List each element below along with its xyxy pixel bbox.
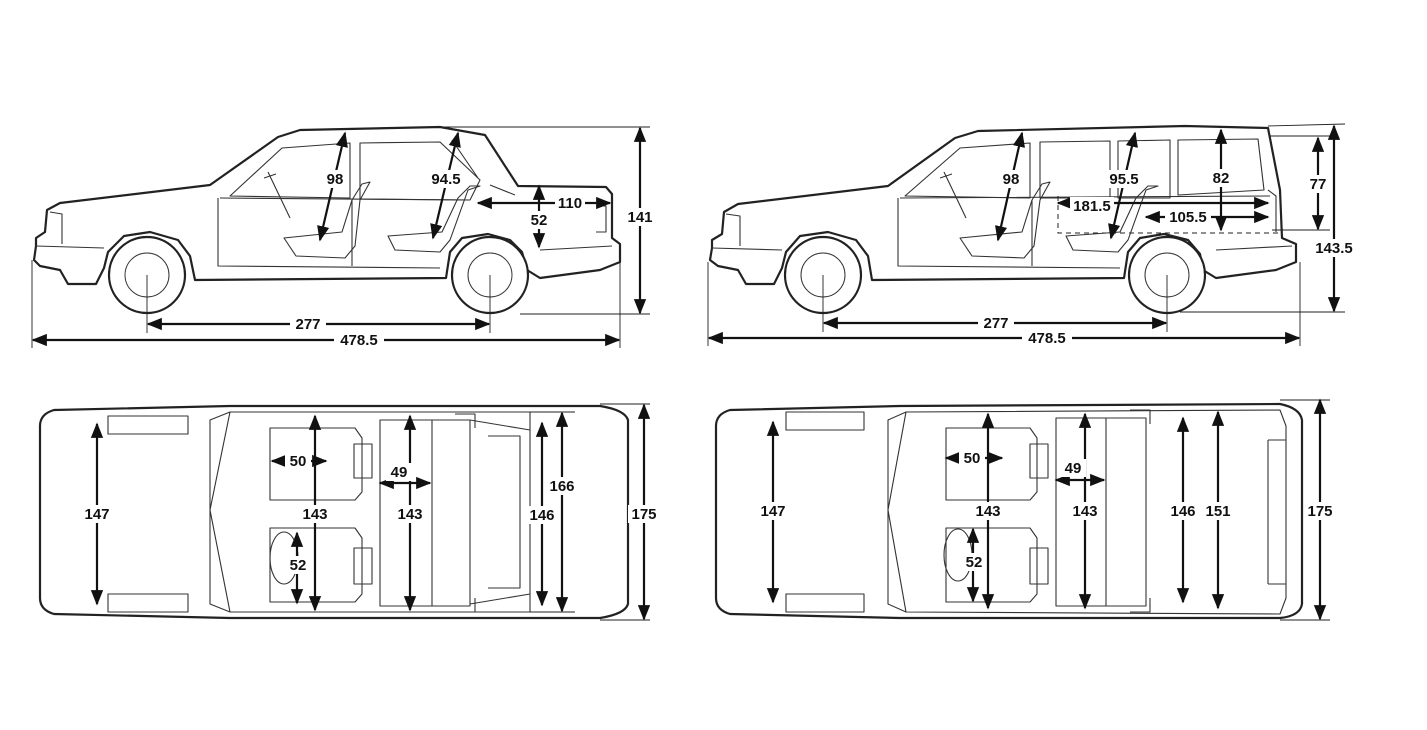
wagon-rear-headroom-label: 95.5 bbox=[1109, 171, 1138, 188]
wagon-rear-seat bbox=[1065, 185, 1159, 253]
sedan-rear-seat bbox=[387, 185, 481, 253]
wagon-cargo-folded-label: 181.5 bbox=[1073, 198, 1111, 215]
wagon-top-front-shoulder-label: 143 bbox=[975, 503, 1000, 520]
sedan-top-view: 147 50 143 49 143 52 146 166 175 bbox=[38, 403, 660, 621]
sedan-top-width-label: 175 bbox=[631, 506, 656, 523]
wagon-cargo-height-label: 82 bbox=[1213, 170, 1230, 187]
sedan-height-label: 141 bbox=[627, 209, 652, 226]
wagon-door-lines bbox=[897, 189, 1277, 269]
wagon-bumper-lines bbox=[711, 213, 1293, 251]
sedan-top-rear-track-label: 166 bbox=[549, 478, 574, 495]
wagon-top-rear-legroom-label: 49 bbox=[1065, 460, 1082, 477]
wagon-top-view: 147 50 143 49 143 52 146 151 175 bbox=[714, 398, 1336, 621]
sedan-top-seat-width-label: 50 bbox=[290, 453, 307, 470]
wagon-top-cargo-min-label: 146 bbox=[1170, 503, 1195, 520]
sedan-top-extension-lines bbox=[530, 403, 650, 621]
wagon-height-label: 143.5 bbox=[1315, 240, 1353, 257]
wagon-cargo-length-label: 105.5 bbox=[1169, 209, 1207, 226]
sedan-steering bbox=[263, 171, 291, 219]
wagon-front-seat bbox=[959, 181, 1051, 259]
sedan-trunk-height-label: 52 bbox=[531, 212, 548, 229]
sedan-side-view: 98 94.5 110 52 141 277 478.5 bbox=[31, 125, 656, 349]
sedan-front-window bbox=[229, 142, 351, 199]
wagon-top-front-seats bbox=[945, 427, 1049, 603]
sedan-front-seat bbox=[283, 181, 371, 259]
wagon-top-front-track-label: 147 bbox=[760, 503, 785, 520]
wagon-top-cargo-max-label: 151 bbox=[1205, 503, 1230, 520]
wagon-side-view: 98 95.5 82 77 181.5 105.5 143.5 277 478.… bbox=[707, 123, 1357, 347]
wagon-top-cabin bbox=[887, 409, 1287, 615]
sedan-top-rear-bench bbox=[379, 413, 476, 613]
sedan-length-label: 478.5 bbox=[340, 332, 378, 349]
wagon-top-mirrors bbox=[785, 411, 865, 613]
sedan-top-rear-shoulder-label: 143 bbox=[397, 506, 422, 523]
sedan-front-headroom-label: 98 bbox=[327, 171, 344, 188]
wagon-extension-lines bbox=[707, 123, 1346, 346]
sedan-wheelbase-label: 277 bbox=[295, 316, 320, 333]
wagon-top-rear-bench bbox=[1055, 409, 1151, 613]
sedan-top-rear-legroom-label: 49 bbox=[391, 464, 408, 481]
sedan-rear-headroom-label: 94.5 bbox=[431, 171, 460, 188]
wagon-tailgate-label: 77 bbox=[1310, 176, 1327, 193]
wagon-top-outline bbox=[714, 402, 1304, 620]
wagon-length-label: 478.5 bbox=[1028, 330, 1066, 347]
wagon-front-headroom-label: 98 bbox=[1003, 171, 1020, 188]
wagon-rear-windows bbox=[1039, 138, 1265, 199]
sedan-top-front-shoulder-label: 143 bbox=[302, 506, 327, 523]
wagon-top-footwell-label: 52 bbox=[966, 554, 983, 571]
sedan-top-outline bbox=[38, 404, 630, 620]
sedan-top-footwell-label: 52 bbox=[290, 557, 307, 574]
sedan-top-front-track-label: 147 bbox=[84, 506, 109, 523]
sedan-top-mirrors bbox=[107, 415, 189, 613]
sedan-top-trunk-width-label: 146 bbox=[529, 507, 554, 524]
sedan-extension-lines bbox=[31, 126, 650, 348]
wagon-top-seat-width-label: 50 bbox=[964, 450, 981, 467]
sedan-rear-window bbox=[359, 141, 481, 201]
sedan-top-front-seats bbox=[269, 427, 373, 603]
wagon-wheelbase-label: 277 bbox=[983, 315, 1008, 332]
wagon-top-width-label: 175 bbox=[1307, 503, 1332, 520]
wagon-steering bbox=[939, 171, 967, 219]
sedan-top-cabin bbox=[209, 411, 531, 613]
wagon-top-rear-shoulder-label: 143 bbox=[1072, 503, 1097, 520]
sedan-bumper-lines bbox=[35, 205, 613, 251]
sedan-trunk-length-label: 110 bbox=[558, 195, 582, 212]
